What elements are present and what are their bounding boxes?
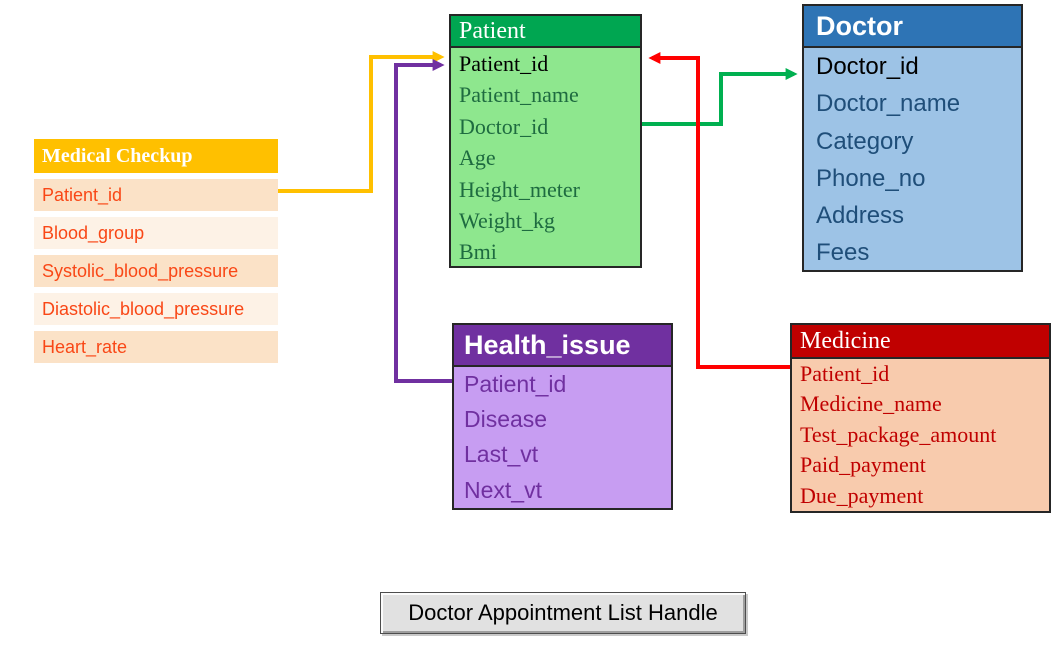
doctor-appointment-list-handle-button[interactable]: Doctor Appointment List Handle xyxy=(380,592,746,634)
patient-field-height-meter: Height_meter xyxy=(459,176,580,202)
medical-checkup-field-heart-rate: Heart_rate xyxy=(34,331,278,363)
medicine-field-due-payment: Due_payment xyxy=(800,482,924,508)
medical-checkup-field-systolic: Systolic_blood_pressure xyxy=(34,255,278,287)
patient-field-weight-kg: Weight_kg xyxy=(459,207,555,233)
medical-checkup-field-patient-id: Patient_id xyxy=(34,179,278,211)
health-issue-table: Health_issue Patient_id Disease Last_vt … xyxy=(452,323,673,510)
patient-field-patient-id: Patient_id xyxy=(459,51,549,76)
doctor-field-category: Category xyxy=(816,127,914,155)
patient-field-doctor-id: Doctor_id xyxy=(459,113,549,139)
medicine-table-header: Medicine xyxy=(792,325,1049,359)
medicine-field-paid-payment: Paid_payment xyxy=(800,452,926,478)
relation-arrow-medicine-to-patient xyxy=(648,52,790,369)
patient-field-age: Age xyxy=(459,145,496,171)
medicine-field-medicine-name: Medicine_name xyxy=(800,391,942,417)
doctor-table: Doctor Doctor_id Doctor_name Category Ph… xyxy=(802,4,1023,272)
health-issue-table-header: Health_issue xyxy=(454,325,671,367)
patient-table: Patient Patient_id Patient_name Doctor_i… xyxy=(449,14,642,268)
doctor-field-address: Address xyxy=(816,202,905,230)
medical-checkup-field-diastolic: Diastolic_blood_pressure xyxy=(34,293,278,325)
health-issue-field-disease: Disease xyxy=(464,406,548,433)
medicine-field-test-package-amount: Test_package_amount xyxy=(800,421,997,447)
relation-arrow-health-issue-to-patient xyxy=(394,59,452,383)
doctor-field-fees: Fees xyxy=(816,239,870,267)
patient-field-bmi: Bmi xyxy=(459,239,497,265)
medical-checkup-table: Medical Checkup Patient_id Blood_group S… xyxy=(34,139,278,363)
health-issue-field-last-vt: Last_vt xyxy=(464,441,539,468)
doctor-field-doctor-name: Doctor_name xyxy=(816,90,961,118)
health-issue-field-next-vt: Next_vt xyxy=(464,476,542,503)
medicine-table: Medicine Patient_id Medicine_name Test_p… xyxy=(790,323,1051,513)
doctor-table-header: Doctor xyxy=(804,6,1021,48)
relation-arrow-patient-to-doctor xyxy=(642,68,798,126)
medicine-field-patient-id: Patient_id xyxy=(800,361,890,386)
medical-checkup-field-blood-group: Blood_group xyxy=(34,217,278,249)
patient-field-patient-name: Patient_name xyxy=(459,82,579,108)
health-issue-field-patient-id: Patient_id xyxy=(464,371,567,397)
patient-table-header: Patient xyxy=(451,16,640,48)
relation-arrow-medical-checkup-to-patient xyxy=(278,51,445,193)
doctor-field-phone-no: Phone_no xyxy=(816,164,926,192)
doctor-field-doctor-id: Doctor_id xyxy=(816,53,919,80)
medical-checkup-table-header: Medical Checkup xyxy=(34,139,278,173)
